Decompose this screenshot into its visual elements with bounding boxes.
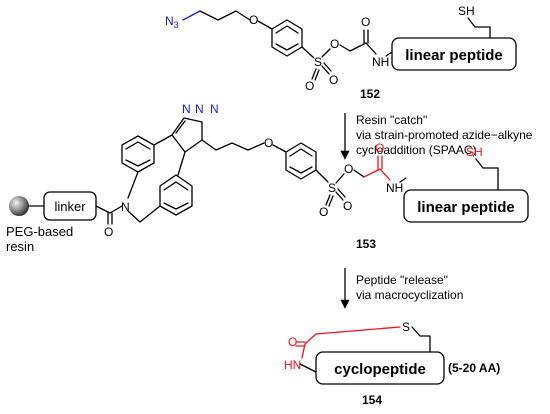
step-release: Peptide "release" via macrocyclization [340, 268, 463, 309]
linear-peptide-box-152 [391, 37, 517, 71]
amide-nh-153: NH [386, 181, 403, 195]
benzene-inner-bond [275, 43, 299, 51]
cyclo-sulfur: S [402, 320, 410, 334]
s-o-double-bond [328, 195, 334, 207]
resin-bead [9, 196, 29, 216]
cyclo-thioether-chain [411, 326, 431, 353]
resin-label-line1: PEG-based [6, 224, 73, 239]
linear-peptide-box-153 [403, 189, 529, 223]
cyclo-n-peptide-bond [299, 363, 317, 373]
red-thiol-label: SH [466, 145, 483, 159]
ring-inner-bond [125, 159, 151, 167]
ester-oxygen: O [330, 37, 339, 51]
ether-bond [257, 20, 273, 30]
ring-nitrogen: N [121, 200, 130, 214]
ring-inner-bond [163, 202, 189, 210]
cyclopeptide-size-label: (5-20 AA) [448, 361, 500, 375]
ring-inner-bond [163, 181, 189, 191]
aryl-s-bond-153 [315, 169, 329, 183]
triazole-nitrogen-2: N [195, 102, 204, 116]
ether-bond-153 [272, 144, 287, 153]
resin-label-line2: resin [6, 239, 34, 254]
propyl-chain [199, 10, 251, 21]
amide-to-peptide-bond [385, 51, 393, 57]
release-step-line1: Peptide "release" [356, 273, 448, 287]
sulfonyl-oxygen: O [329, 73, 338, 87]
cyclo-amide-hn: HN [284, 358, 301, 372]
triazole-ring-bond [177, 151, 186, 176]
linker-carbonyl-bond [95, 205, 123, 214]
ring-inner-bond [289, 148, 313, 157]
linear-peptide-label-152: linear peptide [405, 47, 503, 64]
linear-peptide-label-153: linear peptide [417, 199, 515, 216]
red-methylene-bond [363, 168, 381, 178]
cyclo-carbonyl-oxygen: O [288, 335, 297, 349]
thiol-chain [467, 17, 491, 39]
ether-oxygen: O [249, 13, 258, 27]
compound-154: O S HN cyclopeptide (5-20 AA) 154 [284, 320, 500, 407]
ether-oxygen-153: O [264, 136, 273, 150]
red-amide-bond [379, 168, 391, 181]
compound-number-152: 152 [360, 87, 380, 101]
amide-nh: NH [372, 55, 389, 69]
catch-step-line2: via strain-promoted azide−alkyne [356, 128, 533, 142]
cyclo-red-linker [304, 326, 401, 345]
s-o-double-bond [323, 62, 332, 72]
s-o-double-bond [337, 188, 346, 198]
cyclo-amide-bond [301, 343, 306, 359]
s-o-single-bond [335, 173, 345, 184]
triazole-nitrogen-1: N [182, 102, 191, 116]
ester-methylene-bond [353, 169, 365, 178]
s-o-double-bond [314, 69, 320, 81]
amide-to-peptide-bond-153 [399, 177, 407, 183]
ester-oxygen-153: O [344, 162, 353, 176]
catch-step-line3: cycloaddition (SPAAC) [356, 143, 477, 157]
triazole-ring [171, 117, 203, 153]
propyl-chain-153 [201, 139, 265, 151]
ring-triazole-bond [153, 134, 173, 146]
aryl-s-bond [301, 46, 315, 59]
sulfonyl-oxygen-153: O [319, 205, 328, 219]
step-catch: Resin "catch" via strain-promoted azide−… [340, 113, 533, 160]
compound-152: N3 O S O O O O NH SH linear peptide 152 [165, 4, 517, 101]
benzene-inner-bond [275, 25, 299, 34]
compound-number-154: 154 [362, 393, 382, 407]
s-o-single-bond [321, 48, 331, 58]
dibenzo-ring-left [121, 135, 155, 173]
linker-label: linker [54, 199, 86, 214]
ring-inner-bond [125, 141, 151, 150]
s-o-double-bond [321, 65, 330, 75]
sulfonyl-sulfur-153: S [328, 181, 336, 195]
triazole-double-bond [175, 120, 186, 134]
release-step-line2: via macrocyclization [356, 288, 463, 302]
compound-number-153: 153 [356, 237, 376, 251]
ring-inner-bond [289, 166, 313, 174]
s-o-double-bond [335, 191, 344, 201]
azide-bond [182, 10, 201, 21]
sulfonyl-sulfur: S [314, 55, 322, 69]
s-o-double-bond [325, 194, 331, 206]
amide-oxygen: O [104, 225, 113, 239]
carbonyl-oxygen: O [361, 15, 370, 29]
ch2-bridge [127, 205, 161, 223]
compound-153: linker PEG-based resin O N N N N O [6, 102, 529, 254]
thiol-chain-153 [475, 158, 499, 191]
amide-bond [365, 42, 377, 55]
triazole-nitrogen-3: N [210, 102, 219, 116]
red-carbonyl-oxygen: O [375, 141, 384, 155]
azide-label: N3 [165, 14, 179, 30]
cyclopeptide-box [315, 351, 445, 385]
catch-step-line1: Resin "catch" [356, 113, 427, 127]
s-o-double-bond [311, 68, 317, 80]
cyclopeptide-label: cyclopeptide [334, 361, 426, 378]
sulfonyl-oxygen-153: O [343, 199, 352, 213]
sulfonyl-oxygen: O [305, 79, 314, 93]
thiol-label: SH [458, 4, 475, 18]
ring-n-bond [127, 171, 139, 199]
methylene-bonds [339, 42, 367, 52]
